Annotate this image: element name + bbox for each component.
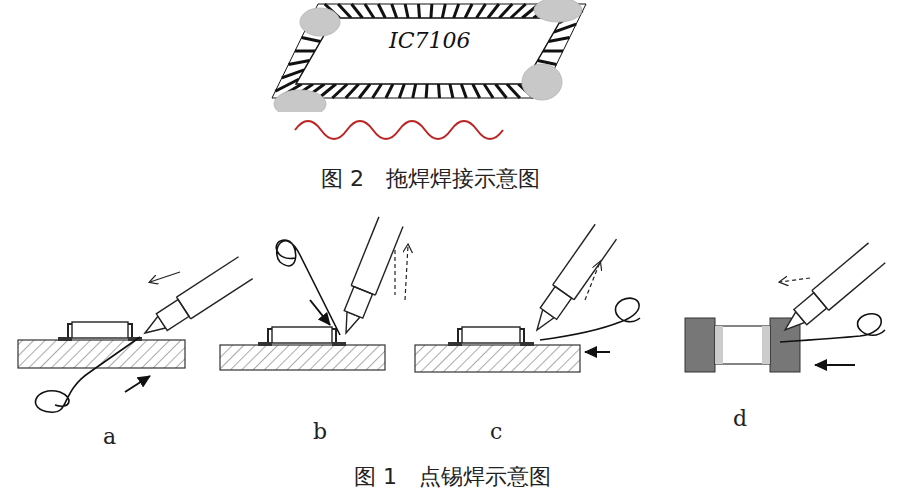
figure-caption: 图 1 点锡焊示意图 bbox=[354, 462, 551, 492]
figure-caption: 图 2 拖焊焊接示意图 bbox=[321, 164, 540, 194]
chip-outline bbox=[262, 0, 598, 112]
chip-label: IC7106 bbox=[389, 28, 471, 53]
sub-figure-letter: a bbox=[103, 424, 116, 449]
ic-chip: IC7106 bbox=[262, 0, 598, 112]
sub-figure-letter: c bbox=[490, 419, 502, 444]
sub-figure-letter: b bbox=[313, 419, 327, 444]
sub-figure-letter: d bbox=[733, 406, 747, 431]
